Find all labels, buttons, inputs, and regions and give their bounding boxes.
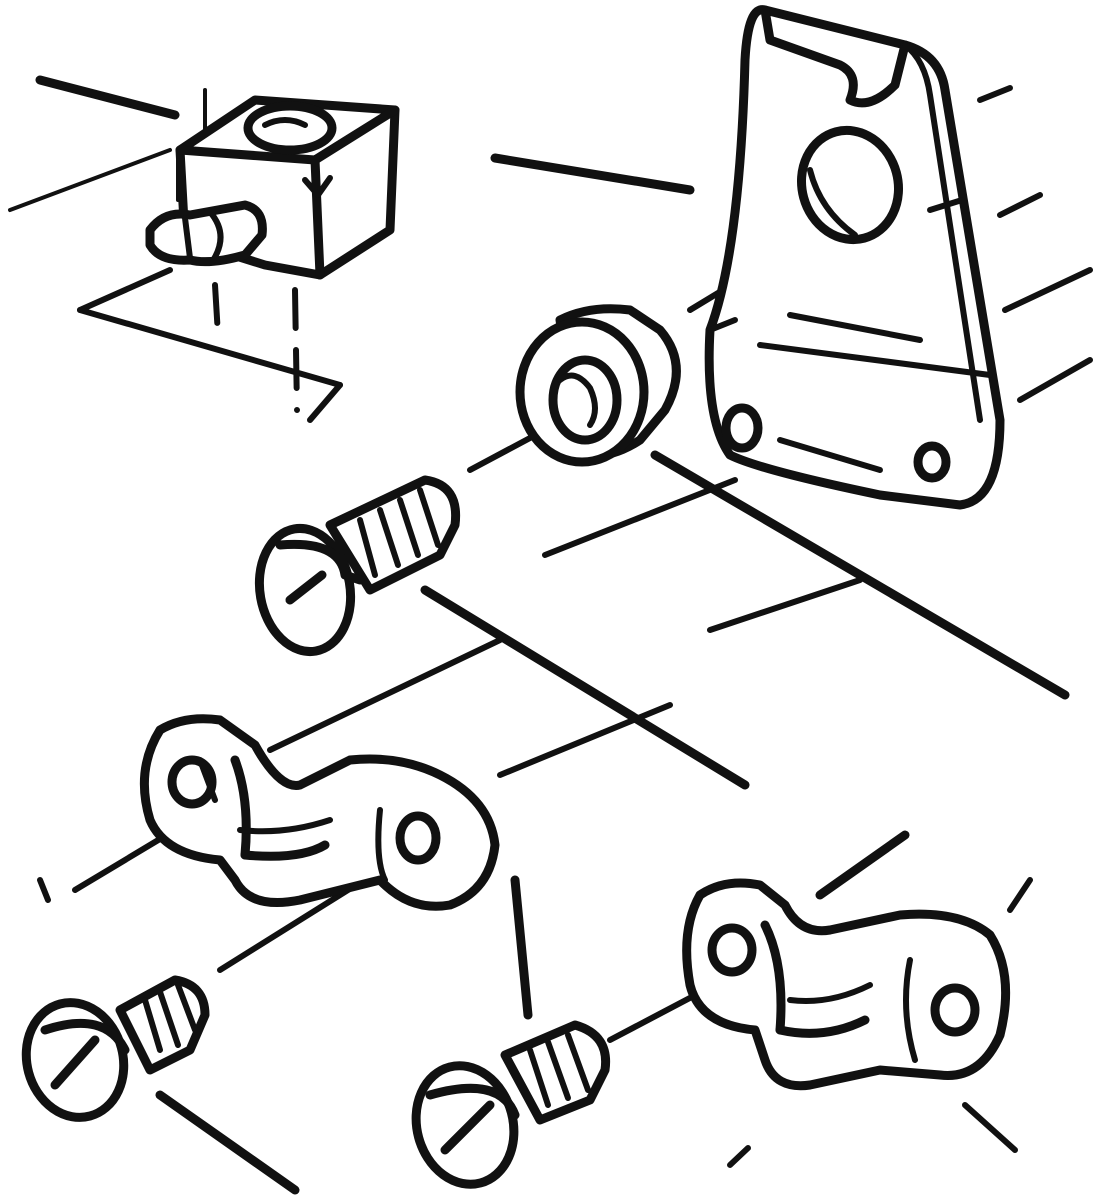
square-nut-block bbox=[145, 95, 400, 280]
round-spacer bbox=[515, 304, 681, 467]
slotted-screw-bottom-left bbox=[21, 975, 210, 1122]
slotted-screw-bottom-center bbox=[411, 1020, 611, 1189]
clamp-strap-left bbox=[139, 714, 500, 911]
slotted-screw-large bbox=[254, 475, 461, 657]
mounting-bracket bbox=[704, 5, 1005, 510]
clamp-strap-right bbox=[682, 878, 1011, 1091]
